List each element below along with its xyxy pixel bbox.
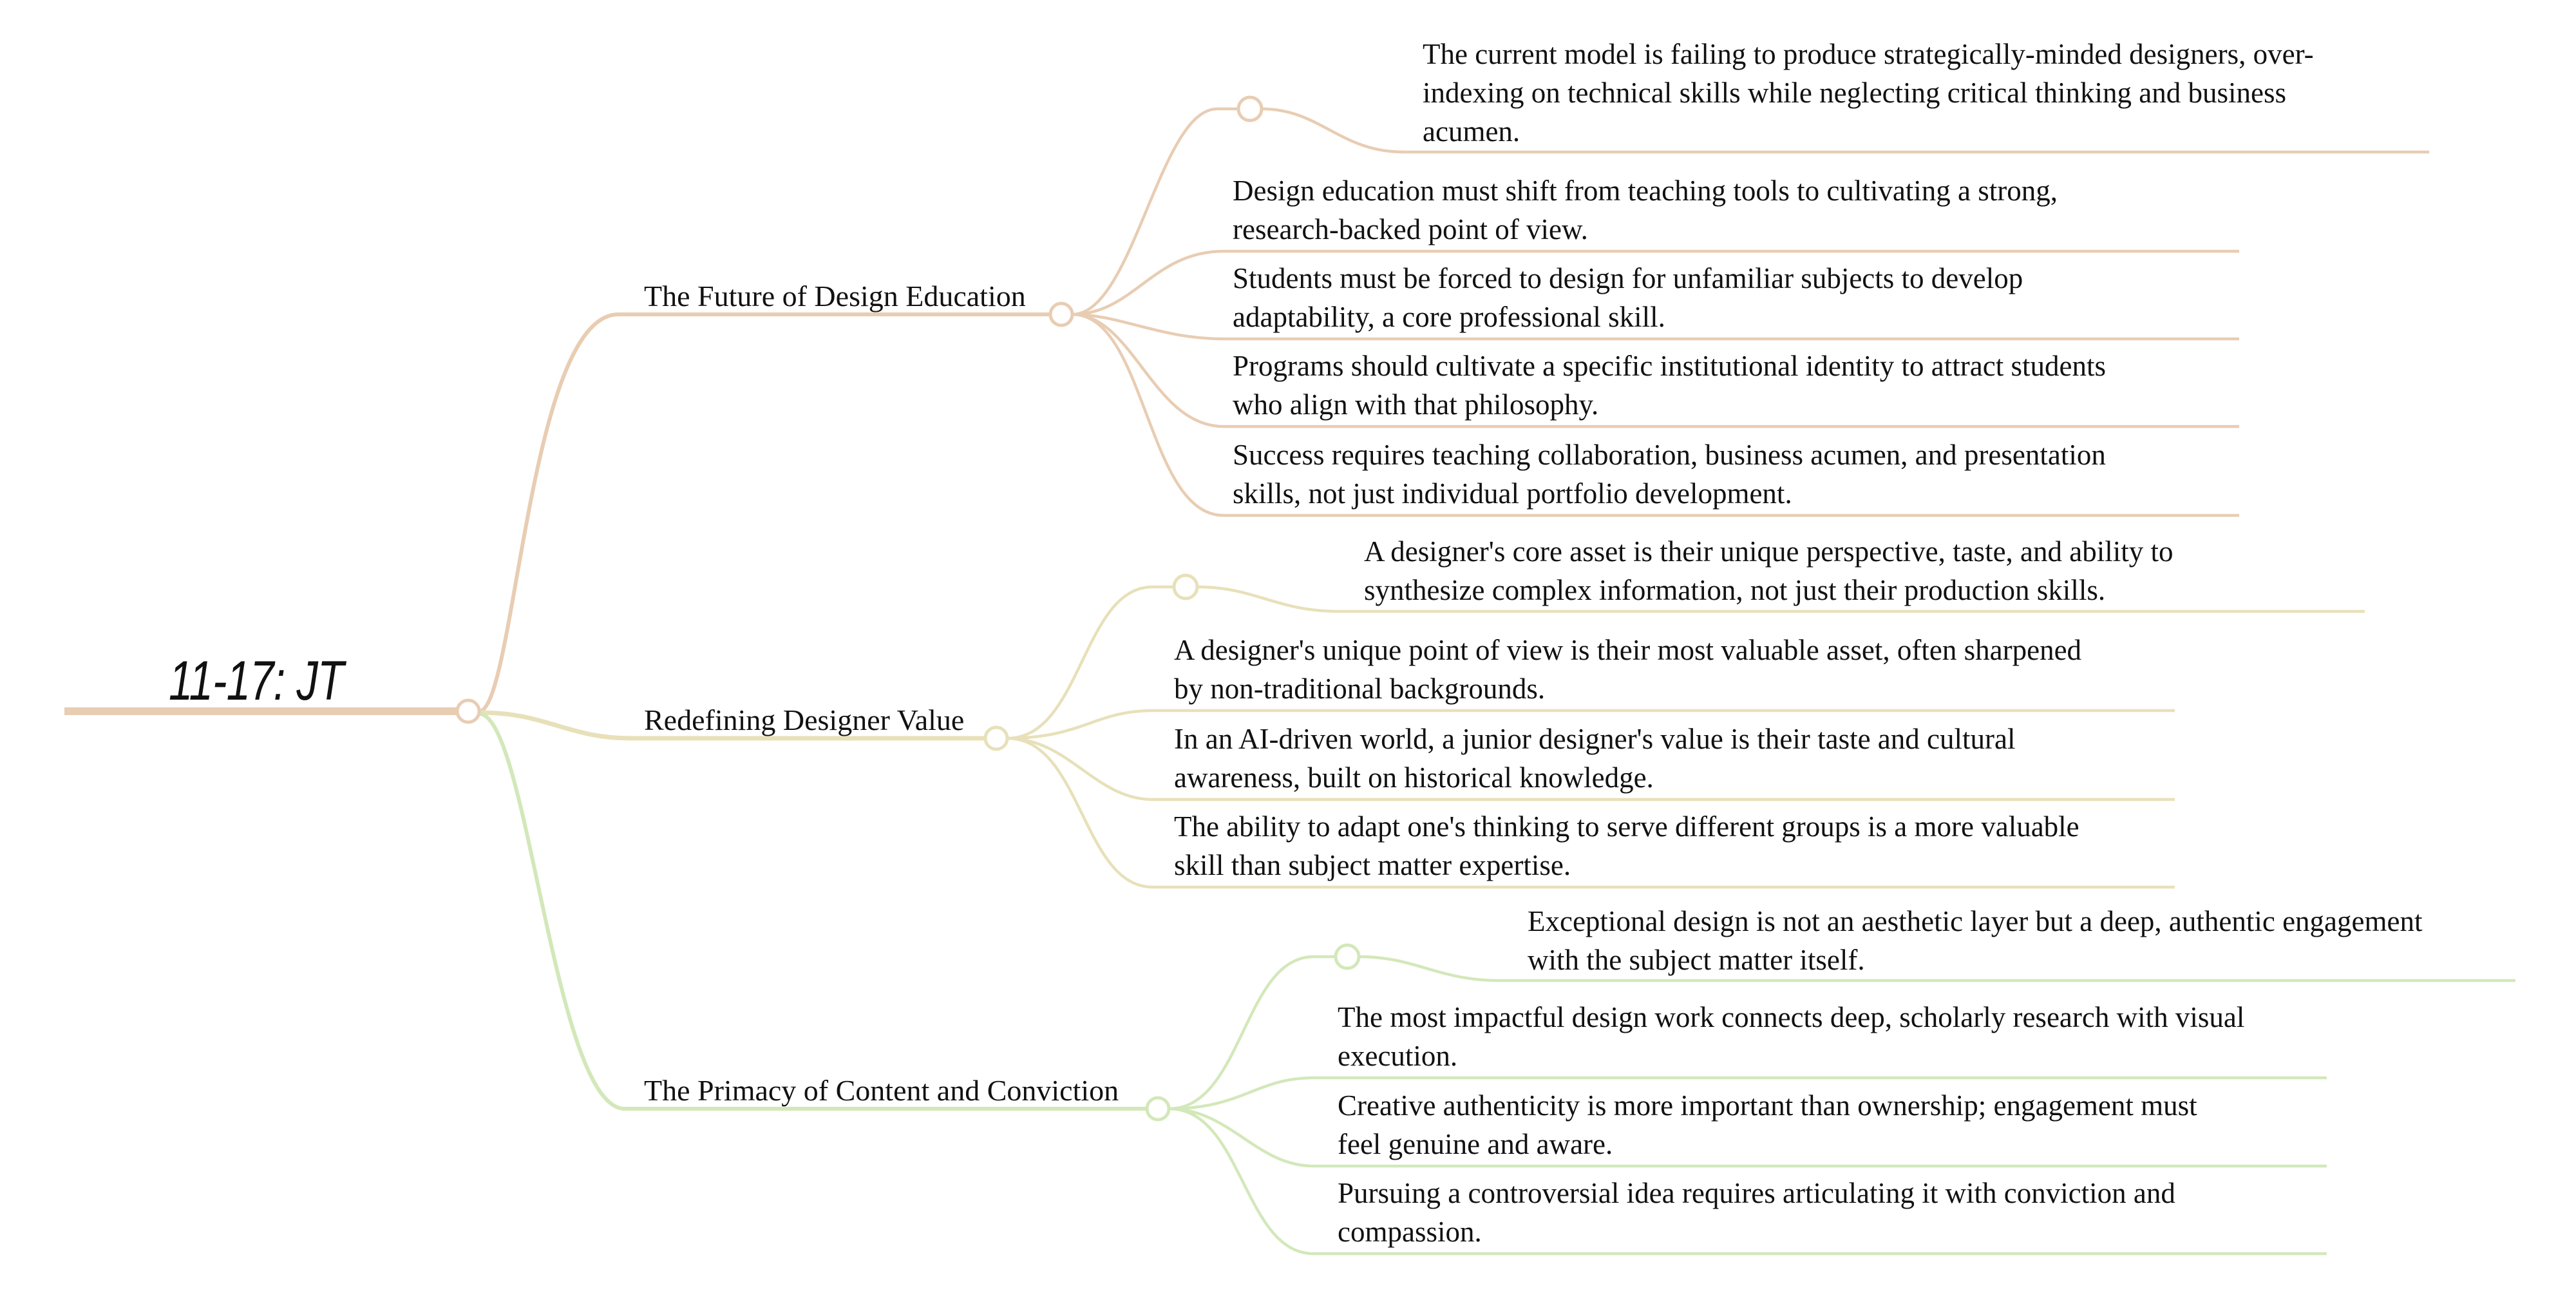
root-node-toggle[interactable]: [455, 698, 481, 724]
node-text-line: adaptability, a core professional skill.: [1233, 301, 1665, 333]
connector-future-leaf-4: [1072, 312, 2239, 517]
primacy-leaf-1[interactable]: The most impactful design work connects …: [1338, 998, 2244, 1075]
redefining-node-toggle[interactable]: [983, 725, 1009, 751]
node-text-line: by non-traditional backgrounds.: [1174, 673, 1546, 705]
node-text-line: with the subject matter itself.: [1528, 944, 1865, 976]
primacy-node-toggle[interactable]: [1145, 1096, 1171, 1122]
connector-root-future: [478, 312, 1050, 713]
node-text-line: Design education must shift from teachin…: [1233, 175, 2058, 207]
connector-primacy-leaf-3: [1168, 1107, 2327, 1256]
future-leaf-3[interactable]: Programs should cultivate a specific ins…: [1233, 347, 2106, 424]
node-text-line: Success requires teaching collaboration,…: [1233, 439, 2106, 471]
node-text-line: synthesize complex information, not just…: [1364, 574, 2106, 606]
node-text-line: awareness, built on historical knowledge…: [1174, 761, 1654, 794]
primacy-leaf-3[interactable]: Pursuing a controversial idea requires a…: [1338, 1174, 2175, 1251]
node-text-line: indexing on technical skills while negle…: [1423, 77, 2286, 109]
future-summary-node[interactable]: The current model is failing to produce …: [1423, 35, 2314, 151]
node-text-line: The most impactful design work connects …: [1338, 1001, 2245, 1033]
connector-primacy-summary-underline: [1358, 955, 2515, 982]
node-text-line: feel genuine and aware.: [1338, 1128, 1613, 1160]
node-text-line: skill than subject matter expertise.: [1174, 849, 1571, 881]
connector-primacy-summary: [1168, 955, 1336, 1111]
connector-future-summary: [1072, 107, 1238, 316]
redefining-leaf-3[interactable]: The ability to adapt one's thinking to s…: [1174, 807, 2079, 885]
node-text-line: Exceptional design is not an aesthetic l…: [1528, 905, 2423, 937]
node-text-line: Programs should cultivate a specific ins…: [1233, 350, 2106, 382]
branch-label-primacy[interactable]: The Primacy of Content and Conviction: [644, 1074, 1119, 1107]
redefining-leaf-1[interactable]: A designer's unique point of view is the…: [1174, 631, 2081, 708]
node-text-line: A designer's unique point of view is the…: [1174, 634, 2082, 666]
node-text-line: The current model is failing to produce …: [1423, 38, 2314, 70]
future-leaf-2[interactable]: Students must be forced to design for un…: [1233, 259, 2023, 336]
root-title[interactable]: 11-17: JT: [169, 650, 344, 712]
node-text-line: who align with that philosophy.: [1233, 388, 1599, 421]
node-text-line: Students must be forced to design for un…: [1233, 262, 2023, 294]
connector-future-summary-underline: [1261, 107, 2429, 154]
node-text-line: compassion.: [1338, 1216, 1482, 1248]
connector-redefining-leaf-1: [1007, 709, 2175, 740]
node-text-line: Pursuing a controversial idea requires a…: [1338, 1177, 2175, 1209]
connector-root-primacy: [478, 712, 1147, 1111]
branch-label-redefining[interactable]: Redefining Designer Value: [644, 704, 965, 736]
node-text-line: research-backed point of view.: [1233, 213, 1588, 245]
future-summary-node-toggle[interactable]: [1236, 95, 1264, 122]
node-text-line: A designer's core asset is their unique …: [1364, 535, 2174, 568]
node-text-line: skills, not just individual portfolio de…: [1233, 477, 1792, 510]
connector-future-leaf-2: [1072, 312, 2239, 341]
connector-redefining-summary: [1007, 585, 1174, 740]
node-text-line: acumen.: [1423, 115, 1520, 148]
connector-primacy-leaf-2: [1168, 1107, 2327, 1168]
connector-redefining-leaf-3: [1007, 736, 2175, 889]
connector-root-redefining: [478, 710, 985, 741]
connector-future-leaf-3: [1072, 312, 2239, 428]
primacy-leaf-2[interactable]: Creative authenticity is more important …: [1338, 1086, 2197, 1163]
future-node-toggle[interactable]: [1048, 302, 1074, 327]
future-leaf-1[interactable]: Design education must shift from teachin…: [1233, 171, 2058, 249]
connector-redefining-leaf-2: [1007, 736, 2175, 801]
redefining-leaf-2[interactable]: In an AI-driven world, a junior designer…: [1174, 720, 2015, 797]
redefining-summary-node[interactable]: A designer's core asset is their unique …: [1364, 532, 2174, 609]
branch-label-future[interactable]: The Future of Design Education: [644, 280, 1026, 312]
primacy-summary-node-toggle[interactable]: [1334, 943, 1361, 970]
connector-redefining-summary-underline: [1197, 585, 2365, 613]
future-leaf-4[interactable]: Success requires teaching collaboration,…: [1233, 436, 2106, 513]
connector-future-leaf-1: [1072, 249, 2239, 316]
node-text-line: execution.: [1338, 1040, 1458, 1072]
node-text-line: Creative authenticity is more important …: [1338, 1089, 2197, 1122]
connector-primacy-leaf-1: [1168, 1076, 2327, 1111]
primacy-summary-node[interactable]: Exceptional design is not an aesthetic l…: [1528, 902, 2423, 979]
redefining-summary-node-toggle[interactable]: [1172, 573, 1199, 600]
node-text-line: The ability to adapt one's thinking to s…: [1174, 810, 2079, 843]
node-text-line: In an AI-driven world, a junior designer…: [1174, 723, 2016, 755]
